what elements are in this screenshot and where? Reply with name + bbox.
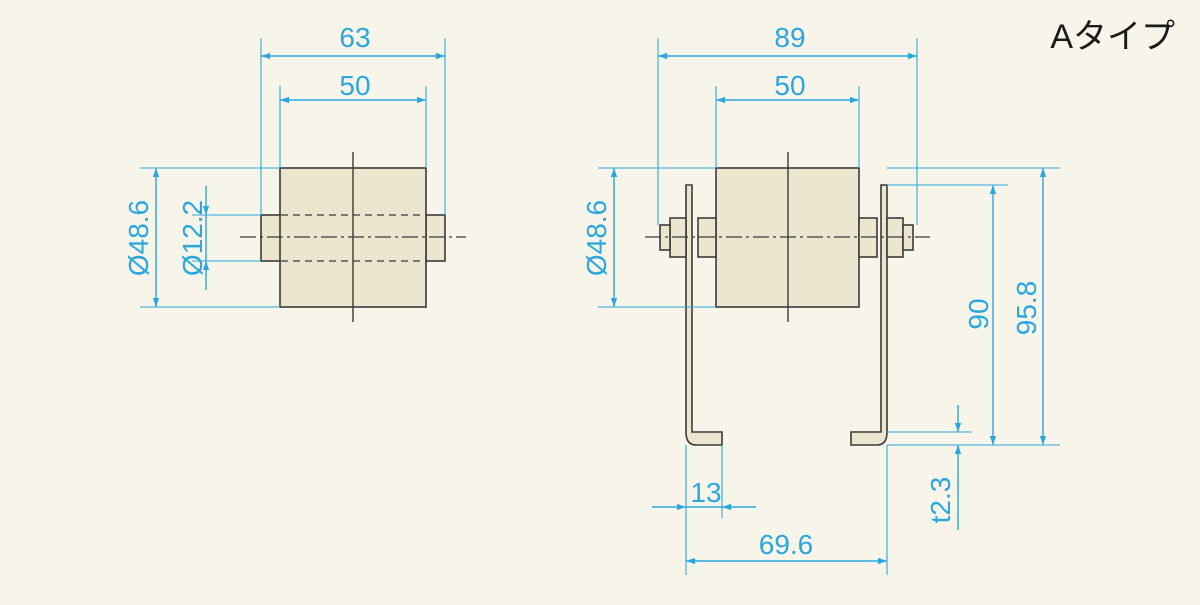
- dim-shaft-diameter: Ø12.2: [177, 200, 208, 276]
- dim-plate-thickness: t2.3: [925, 477, 956, 524]
- drawing-title: Aタイプ: [1050, 18, 1175, 56]
- dim-overall-width-front: 89: [774, 22, 805, 53]
- shaft-left-end: [260, 214, 282, 262]
- dim-roller-diameter-side: Ø48.6: [123, 200, 154, 276]
- dim-roller-diameter-front: Ø48.6: [581, 200, 612, 276]
- dim-overall-width-side: 63: [339, 22, 370, 53]
- bracket-left: [685, 184, 723, 446]
- dim-foot-span: 69.6: [759, 529, 814, 560]
- dim-roller-width-front: 50: [774, 70, 805, 101]
- dim-overall-height: 95.8: [1011, 281, 1042, 336]
- side-view: 63 50 Ø48.6 Ø12.2: [123, 22, 466, 322]
- dim-axis-height: 90: [963, 298, 994, 329]
- dim-roller-width-side: 50: [339, 70, 370, 101]
- dim-foot-length: 13: [690, 477, 721, 508]
- shaft-right-end: [425, 214, 446, 262]
- front-view: 89 50 Ø48.6 90 95.8 t2.3 13: [581, 22, 1060, 575]
